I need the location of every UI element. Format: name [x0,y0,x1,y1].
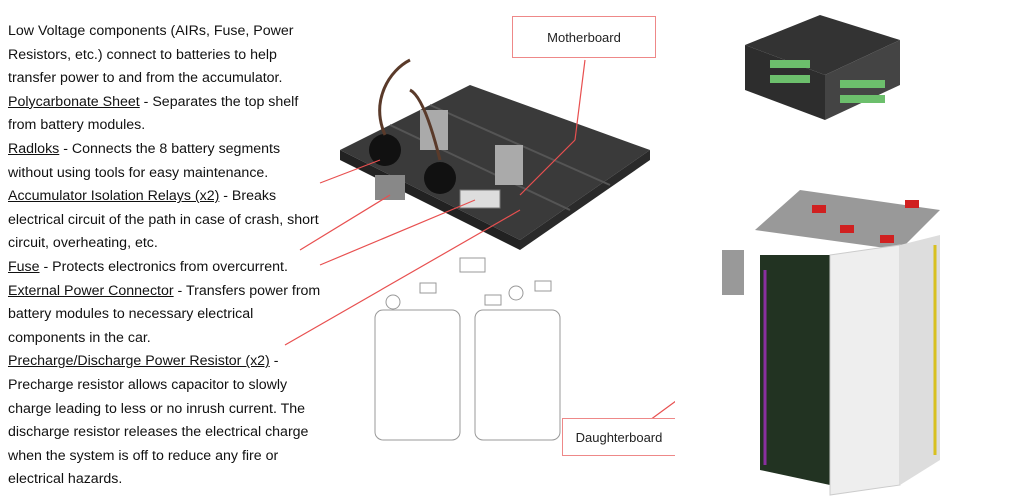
motherboard-label: Motherboard [512,16,656,58]
component-descriptions: Low Voltage components (AIRs, Fuse, Powe… [8,20,328,492]
item-fuse: Fuse - Protects electronics from overcur… [8,258,288,275]
item-radloks: Radloks - Connects the 8 battery segment… [8,140,281,181]
motherboard-render [340,58,650,250]
item-connector: External Power Connector - Transfers pow… [8,282,321,346]
accumulator-render [675,125,1024,499]
item-polycarbonate: Polycarbonate Sheet - Separates the top … [8,93,299,134]
battery-module-render [745,15,900,120]
intro-text: Low Voltage components (AIRs, Fuse, Powe… [8,23,294,87]
daughterboard-label: Daughterboard [562,418,675,456]
item-resistor: Precharge/Discharge Power Resistor (x2) … [8,353,309,488]
item-relays: Accumulator Isolation Relays (x2) - Brea… [8,188,319,252]
schematic [374,257,561,441]
